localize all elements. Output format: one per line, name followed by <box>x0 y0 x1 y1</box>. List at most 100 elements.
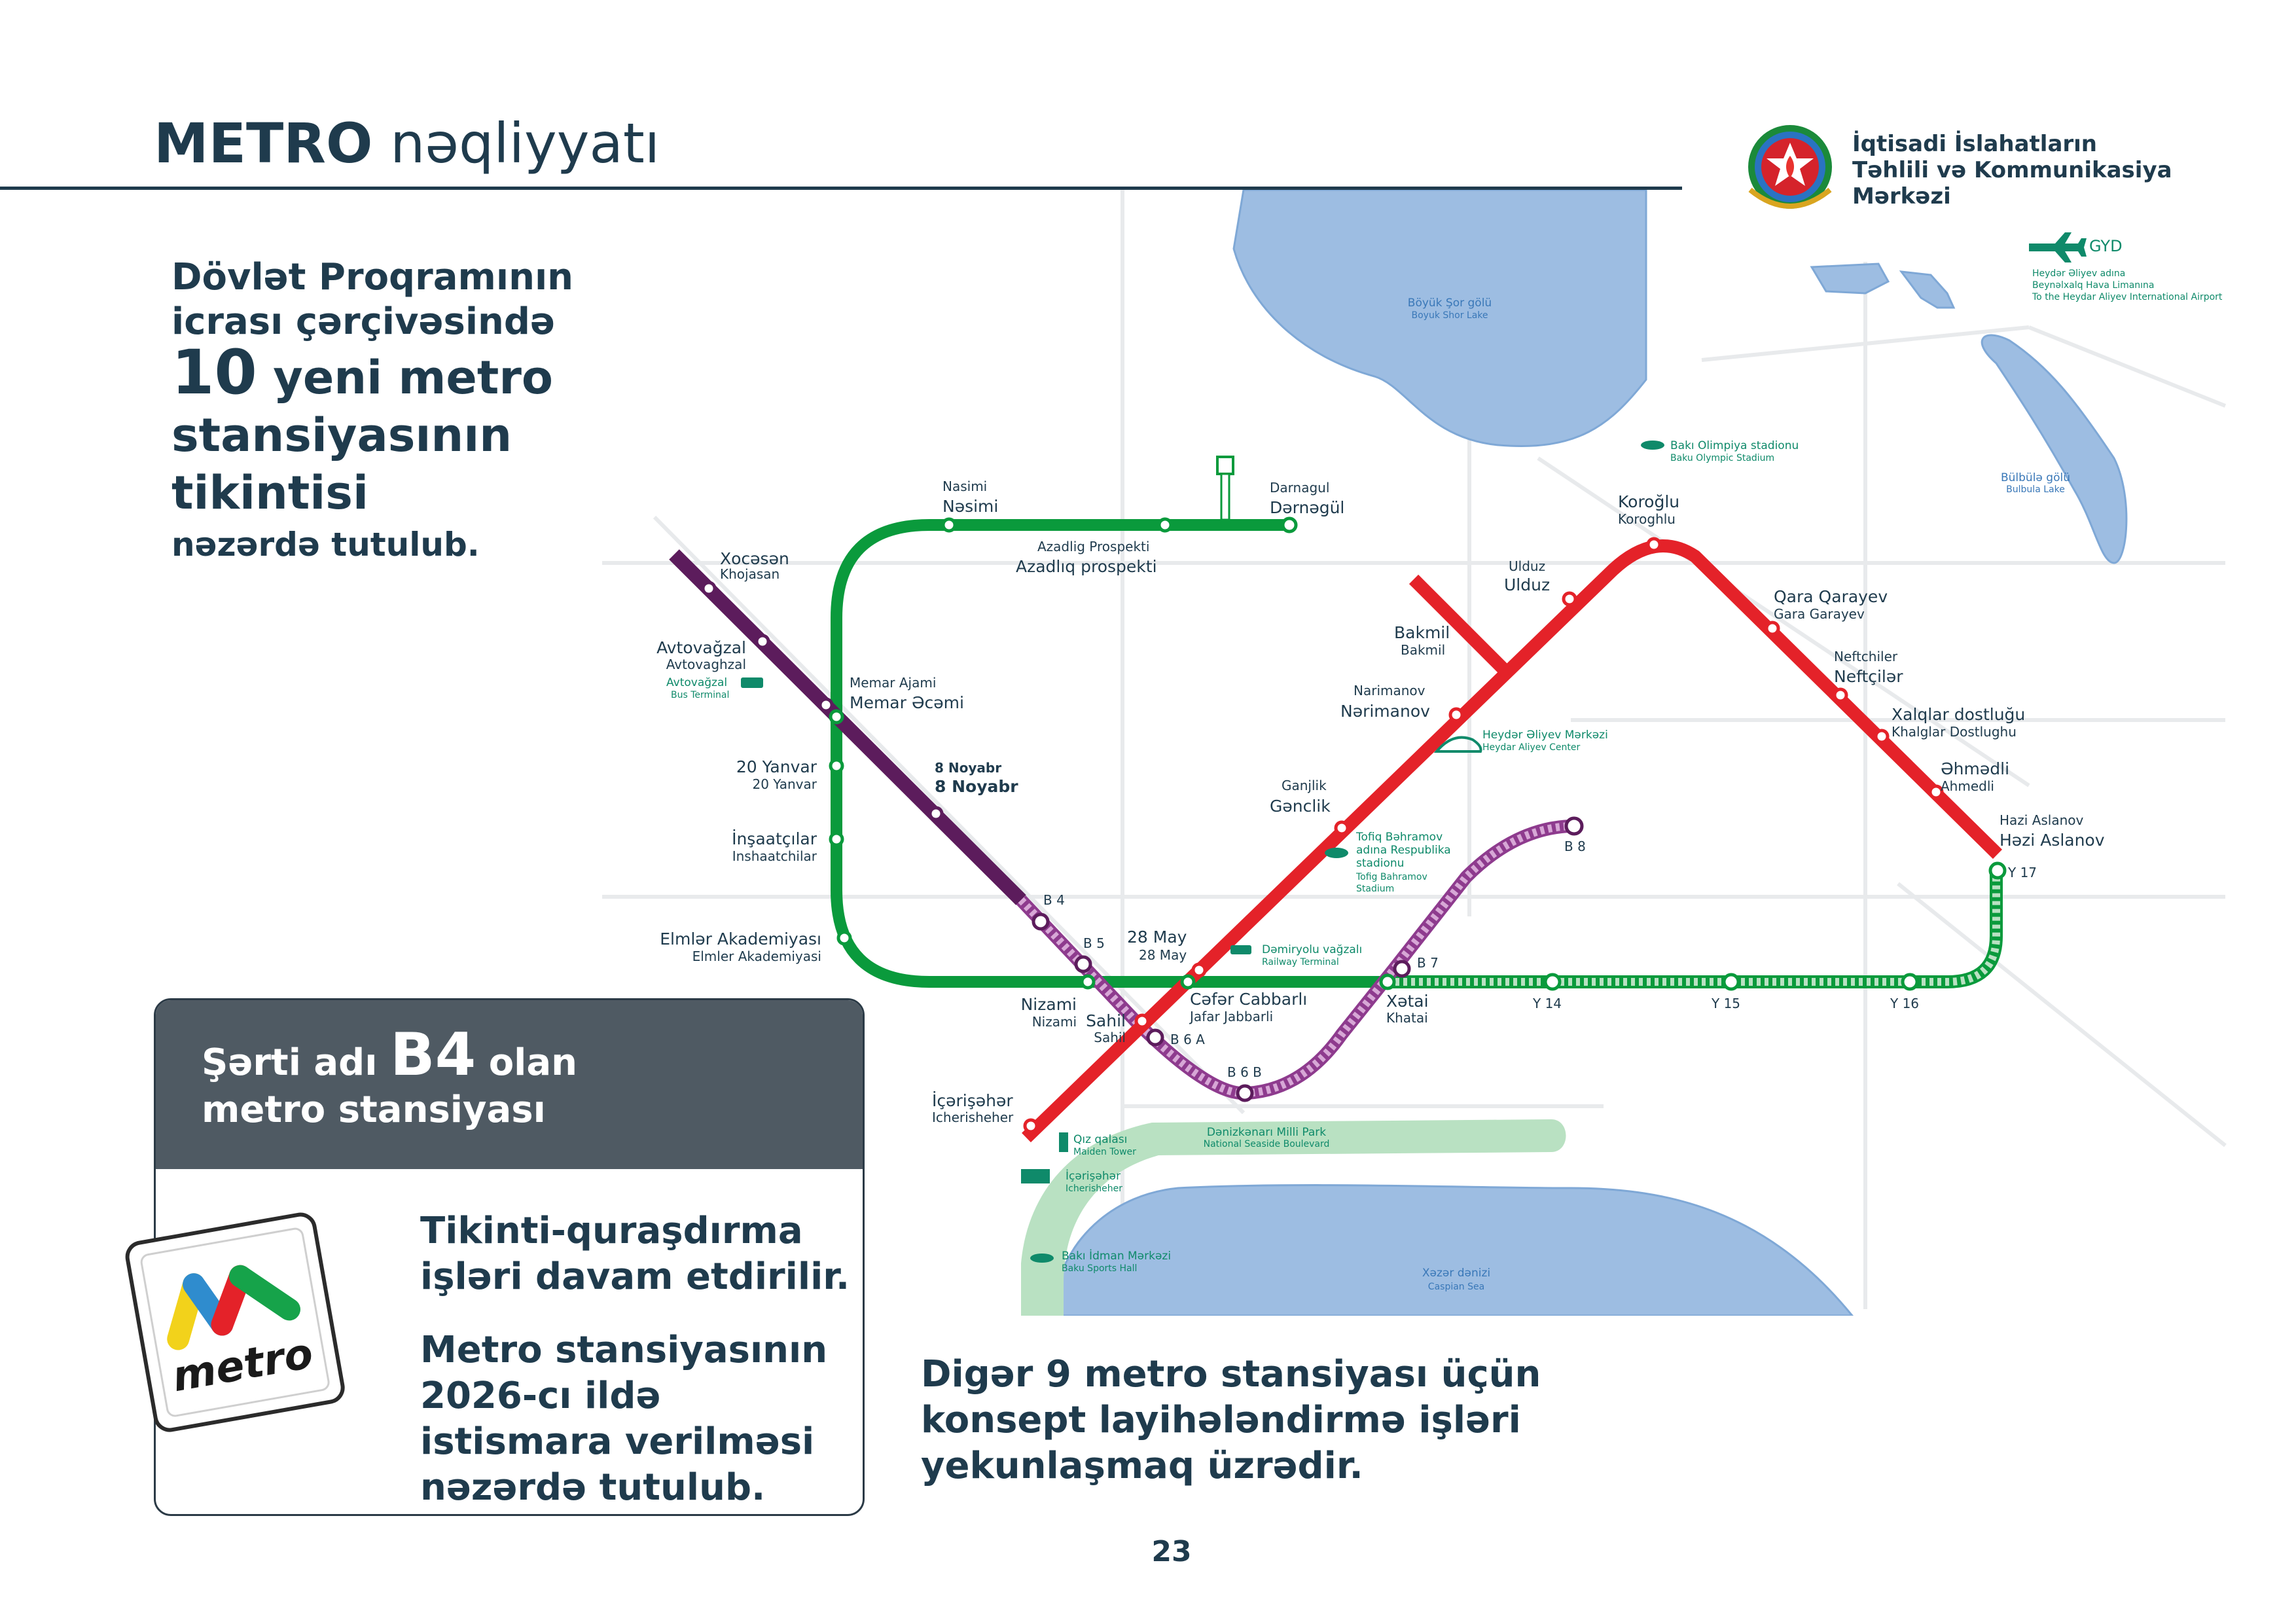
station-dot-b5 <box>1074 955 1092 973</box>
label-nasimi: Nəsimi <box>942 497 998 516</box>
airplane-icon <box>2029 232 2087 262</box>
water-caspian: Xəzər dənizi <box>1422 1267 1490 1280</box>
label-hazi-sub: Hazi Aslanov <box>2000 812 2084 828</box>
b4-station-code: B4 <box>389 1020 476 1089</box>
label-icheri-sub: Icherisheher <box>932 1110 1014 1125</box>
bus-icon <box>741 677 763 688</box>
org-block: İqtisadi İslahatların Təhlili və Kommuni… <box>1741 118 2265 223</box>
label-qara-qarayev-sub: Gara Garayev <box>1774 606 1865 622</box>
label-icheri: İçərişəhər <box>932 1091 1013 1110</box>
label-b7: B 7 <box>1417 955 1439 971</box>
label-ganclik: Gənclik <box>1270 797 1331 816</box>
station-dot-xocasan <box>701 581 717 596</box>
poi-tofiq-2: adına Respublika <box>1356 844 1451 857</box>
station-dot-nizami <box>1080 974 1096 990</box>
label-ganclik-sub: Ganjlik <box>1282 778 1327 793</box>
water-boyuk-shor: Böyük Şor gölü <box>1408 297 1492 310</box>
station-dot-avtovagzal <box>755 634 770 649</box>
map-roads <box>602 190 2227 1309</box>
purple-line <box>669 549 1026 905</box>
caspian-sea <box>1059 1184 1854 1316</box>
station-dot-icheri <box>1023 1118 1039 1134</box>
label-insaatcilar: İnşaatçılar <box>732 829 817 848</box>
label-y17: Y 17 <box>2007 865 2037 880</box>
intro-line-3: 10 yeni metro <box>171 342 630 406</box>
poi-tofiq-1: Tofiq Bəhramov <box>1355 831 1443 844</box>
label-xalqlar: Xalqlar dostluğu <box>1892 705 2025 724</box>
poi-airport-1: Heydər Əliyev adına <box>2032 268 2125 279</box>
intro-line-5: tikintisi <box>171 466 368 520</box>
label-nizami-sub: Nizami <box>1032 1014 1077 1030</box>
poi-icheri: İçərişəhər <box>1066 1169 1121 1183</box>
station-dot-elmler <box>836 930 852 946</box>
label-xocasan-sub: Khojasan <box>720 566 780 582</box>
small-lake-2 <box>1899 270 1956 309</box>
label-8-noyabr-sub: 8 Noyabr <box>935 760 1001 776</box>
org-line-1: İqtisadi İslahatların <box>1852 131 2098 157</box>
label-ulduz: Ulduz <box>1504 575 1550 594</box>
poi-sports-hall-sub: Baku Sports Hall <box>1062 1263 1137 1274</box>
label-avtovagzal: Avtovağzal <box>656 638 746 657</box>
baku-metro-logo-icon: metro <box>125 1212 345 1432</box>
station-dot-y17 <box>1988 861 2007 880</box>
label-qara-qarayev: Qara Qarayev <box>1774 587 1888 606</box>
label-azadliq: Azadlıq prospekti <box>1016 557 1157 576</box>
page-number: 23 <box>1151 1535 1192 1568</box>
label-koroglu: Koroğlu <box>1618 492 1679 511</box>
station-dot-y15 <box>1722 973 1740 991</box>
station-dot-memar-green <box>829 709 844 725</box>
poi-tofiq-3: stadionu <box>1356 857 1404 870</box>
label-xatai-sub: Khatai <box>1386 1010 1428 1026</box>
org-line-2: Təhlili və Kommunikasiya <box>1852 157 2172 183</box>
page-title-bold: METRO <box>154 111 373 175</box>
poi-tofiq-5: Stadium <box>1356 884 1394 894</box>
label-narimanov: Nərimanov <box>1340 702 1430 721</box>
station-dot-azadliq <box>1157 517 1173 533</box>
station-dot-xalqlar <box>1874 729 1890 744</box>
station-dot-ulduz <box>1562 591 1577 607</box>
b4-title-prefix: Şərti adı <box>202 1041 378 1084</box>
label-memar: Memar Əcəmi <box>850 693 964 712</box>
label-xocasan: Xocəsən <box>720 549 789 568</box>
label-sahil-sub: Sahil <box>1094 1030 1126 1045</box>
green-line-depot-spur <box>1220 473 1230 521</box>
train-icon <box>1230 945 1251 954</box>
b4-construction-status: Tikinti-quraşdırma işləri davam etdirili… <box>420 1210 850 1298</box>
label-ahmadli: Əhmədli <box>1941 759 2009 778</box>
metro-map: Nasimi Nəsimi Darnagul Dərnəgül Azadlig … <box>602 190 2227 1316</box>
station-dot-ganclik <box>1334 820 1350 836</box>
old-city-icon <box>1021 1169 1050 1183</box>
purple-extension-dash <box>1018 822 1571 1098</box>
label-y15: Y 15 <box>1711 996 1740 1011</box>
label-cafar: Cəfər Cabbarlı <box>1190 990 1307 1009</box>
station-dot-qara-qarayev <box>1765 621 1780 636</box>
label-cafar-sub: Jafar Jabbarli <box>1189 1009 1273 1024</box>
label-y14: Y 14 <box>1532 996 1562 1011</box>
poi-tofiq-4: Tofig Bahramov <box>1355 872 1427 882</box>
station-dot-b4 <box>1031 912 1050 931</box>
poi-railway: Dəmiryolu vağzalı <box>1262 943 1362 956</box>
label-darnagul: Dərnəgül <box>1270 498 1344 517</box>
tofiq-stadium-icon <box>1325 848 1348 858</box>
intro-text: Dövlət Proqramının icrası çərçivəsində 1… <box>171 255 630 568</box>
water-labels: Böyük Şor gölü Boyuk Shor Lake Bülbülə g… <box>1408 297 2070 1292</box>
station-dot-b6b <box>1236 1084 1254 1102</box>
label-28-may: 28 May <box>1127 928 1187 947</box>
intro-line-6: nəzərdə tutulub. <box>171 526 480 564</box>
label-nasimi-sub: Nasimi <box>942 478 987 494</box>
station-dot-neftchilar <box>1833 687 1848 703</box>
station-dot-b7 <box>1393 960 1411 978</box>
title-divider <box>0 187 1682 190</box>
label-b4: B 4 <box>1043 892 1065 908</box>
station-dot-sahil <box>1134 1013 1150 1029</box>
green-extension-dash <box>1388 869 2000 986</box>
label-nizami: Nizami <box>1021 995 1077 1014</box>
maiden-tower-icon <box>1059 1132 1068 1152</box>
label-azadliq-sub: Azadlig Prospekti <box>1037 539 1149 554</box>
station-dot-b6a <box>1146 1028 1164 1047</box>
label-xalqlar-sub: Khalglar Dostlughu <box>1892 724 2017 740</box>
page-title: METRO nəqliyyatı <box>154 111 660 175</box>
red-line-branch <box>1408 574 1511 676</box>
b4-title-suffix: olan <box>488 1041 578 1084</box>
station-labels: Nasimi Nəsimi Darnagul Dərnəgül Azadlig … <box>656 478 2105 1125</box>
